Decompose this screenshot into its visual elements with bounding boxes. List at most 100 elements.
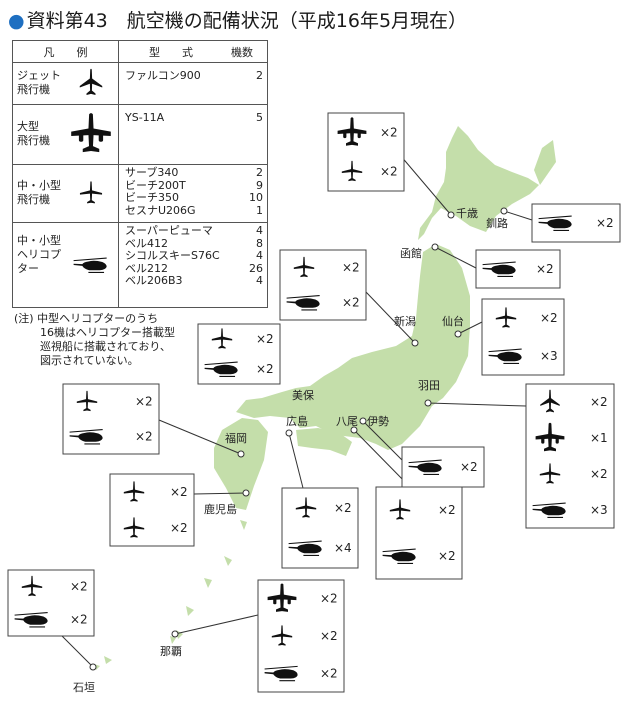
- base-callout-box: [109, 473, 195, 547]
- legend-type-count: 2: [256, 166, 263, 179]
- large-plane-icon: [71, 113, 111, 153]
- aircraft-count: ×2: [342, 261, 360, 275]
- aircraft-count: ×2: [540, 311, 558, 325]
- leader-line: [457, 321, 483, 335]
- base-marker: [237, 450, 245, 458]
- legend-type-count: 8: [256, 236, 263, 250]
- leader-line: [362, 420, 403, 461]
- legend-header-symbol: 凡 例: [43, 45, 88, 59]
- hokkaido: [418, 126, 539, 240]
- aircraft-count: ×2: [320, 629, 338, 643]
- leader-line: [503, 210, 533, 221]
- base-marker: [171, 630, 179, 638]
- leader-line: [288, 432, 304, 489]
- leader-line: [61, 635, 94, 668]
- legend-header-model: 型 式: [149, 45, 193, 59]
- aircraft-count: ×2: [460, 460, 478, 474]
- legend-divider: [118, 41, 119, 307]
- base-marker: [431, 243, 439, 251]
- base-name-label: 鹿児島: [204, 503, 237, 516]
- honshu: [236, 244, 470, 450]
- legend-type-name: セスナU206G: [125, 203, 196, 217]
- legend-type-count: 4: [256, 224, 263, 237]
- aircraft-count: ×3: [590, 503, 608, 517]
- legend-type-count: 10: [249, 191, 263, 204]
- base-callout-box: [279, 249, 367, 321]
- legend-type-name: YS-11A: [125, 111, 165, 124]
- base-name-label: 那覇: [160, 645, 182, 658]
- legend-type-count: 4: [256, 249, 263, 262]
- page-title: ●資料第43 航空機の配備状況（平成16年5月現在）: [8, 10, 468, 32]
- leader-line: [427, 402, 527, 407]
- small-plane-icon: [79, 181, 103, 204]
- aircraft-count: ×2: [135, 395, 153, 409]
- base-name-label: 仙台: [442, 315, 464, 328]
- aircraft-count: ×2: [438, 503, 456, 517]
- base-name-label: 千歳: [456, 207, 478, 220]
- leader-line: [399, 154, 452, 216]
- jet-icon: [79, 68, 103, 95]
- base-name-label: 福岡: [225, 432, 247, 445]
- legend-type-count: 9: [256, 178, 263, 192]
- aircraft-count: ×4: [334, 541, 352, 555]
- legend-type-count: 26: [249, 261, 263, 275]
- aircraft-count: ×2: [334, 501, 352, 515]
- base-callout-box: [197, 323, 281, 385]
- kyushu: [214, 418, 268, 510]
- aircraft-count: ×2: [596, 216, 614, 230]
- base-name-label: 美保: [292, 389, 314, 402]
- base-name-label: 石垣: [73, 681, 95, 694]
- legend-type-name: シコルスキーS76C: [125, 249, 220, 262]
- aircraft-count: ×2: [342, 296, 360, 310]
- legend-type-name: スーパーピューマ: [125, 224, 213, 237]
- leader-line: [158, 419, 242, 455]
- legend-type-name: ビーチ200T: [125, 178, 186, 192]
- legend-type-count: 1: [256, 203, 263, 217]
- legend-type-item: スーパーピューマ 4: [125, 224, 263, 238]
- aircraft-count: ×2: [70, 613, 88, 627]
- base-callout-box: [327, 112, 405, 192]
- base-name-label: 釧路: [486, 217, 508, 230]
- base-marker: [447, 211, 455, 219]
- leader-line: [193, 492, 247, 495]
- legend-type-name: ベル206B3: [125, 274, 183, 287]
- aircraft-count: ×2: [380, 126, 398, 140]
- base-name-label: 伊勢: [367, 415, 389, 428]
- base-marker: [285, 429, 293, 437]
- northeast-tip: [534, 140, 556, 185]
- legend-type-name: ベル212: [125, 261, 168, 275]
- leader-line: [174, 614, 259, 635]
- legend-type-item: ベル212 26: [125, 261, 263, 276]
- aircraft-count: ×2: [438, 549, 456, 563]
- helicopter-icon: [73, 257, 108, 273]
- base-marker: [454, 330, 462, 338]
- aircraft-count: ×2: [256, 362, 274, 376]
- legend-header: 凡 例 型 式 機数: [13, 41, 267, 63]
- leader-line: [434, 246, 477, 269]
- legend-type-name: ファルコン900: [125, 69, 201, 82]
- aircraft-count: ×2: [536, 262, 554, 276]
- base-name-label: 八尾: [336, 415, 358, 428]
- aircraft-count: ×2: [320, 666, 338, 680]
- leader-line: [365, 291, 416, 344]
- base-callouts: ×2×2×2×2×2×2×2×3×2×2×2×1×2×3×2×2×2×4×2×2…: [7, 112, 621, 693]
- base-name-label: 函館: [400, 247, 422, 260]
- legend-type-count: 4: [256, 274, 263, 287]
- aircraft-count: ×2: [135, 430, 153, 444]
- legend-type-item: セスナU206G 1: [125, 203, 263, 218]
- footnote-line-1: (注) 中型ヘリコプターのうち: [14, 312, 159, 325]
- shikoku: [296, 428, 352, 456]
- footnote-line-4: 図示されていない。: [40, 354, 139, 367]
- legend-type-item: ビーチ200T 9: [125, 178, 263, 193]
- aircraft-count: ×2: [590, 395, 608, 409]
- aircraft-count: ×2: [170, 485, 188, 499]
